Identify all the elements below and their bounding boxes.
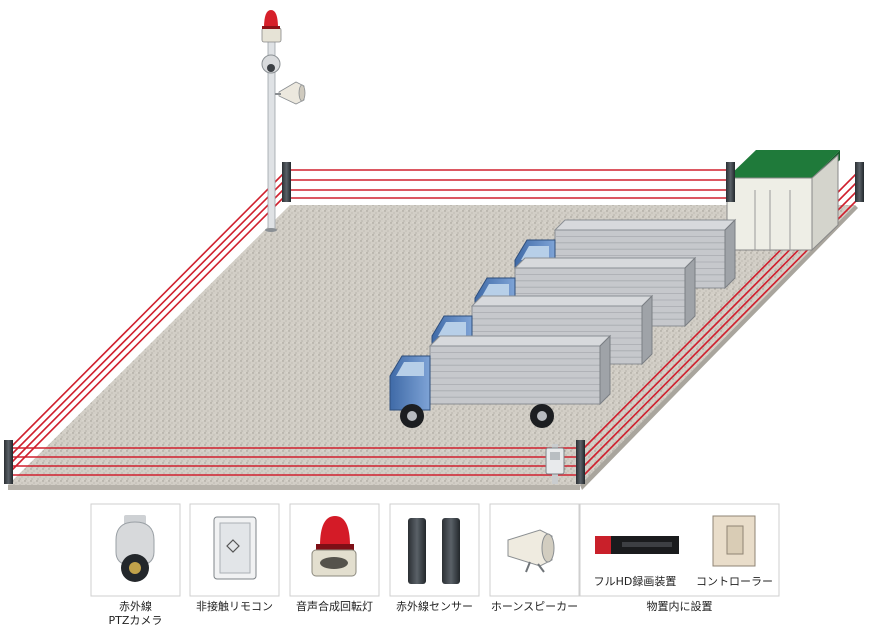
horn-speaker-icon [507, 529, 555, 573]
sensor-post-front-left [4, 440, 13, 484]
parked-trucks [389, 218, 737, 428]
legend-label-hd-recorder: フルHD録画装置 [593, 575, 677, 588]
back-beams [288, 169, 728, 199]
sensor-post-back-left [282, 162, 291, 202]
legend-label-ir-sensor: 赤外線センサー [396, 600, 473, 613]
legend-label-ptz-camera: 赤外線 PTZカメラ [108, 600, 163, 627]
legend-label-controller: コントローラー [696, 575, 773, 588]
legend-label-remote: 非接触リモコン [196, 600, 273, 613]
sensor-post-back-right [726, 162, 735, 202]
truck [389, 334, 612, 428]
sensor-post-front-right [576, 440, 585, 484]
controller-icon [712, 515, 756, 567]
left-beams [9, 171, 286, 473]
contactless-remote-icon [213, 516, 257, 580]
camera-pole [261, 10, 306, 232]
infrared-sensor-icon [408, 518, 460, 584]
front-beams [12, 447, 578, 476]
legend-label-horn-speaker: ホーンスピーカー [490, 600, 579, 613]
ptz-camera-icon [115, 515, 155, 582]
sensor-post-far-right [855, 162, 864, 202]
legend-label-rotating-light: 音声合成回転灯 [296, 600, 373, 613]
hd-recorder-icon [595, 536, 679, 554]
contactless-remote-unit [545, 444, 565, 484]
legend-label-indoor-group: 物置内に設置 [646, 600, 713, 613]
storage-shed [726, 150, 840, 252]
legend-boxes [90, 503, 780, 597]
rotating-light-icon [311, 516, 357, 577]
